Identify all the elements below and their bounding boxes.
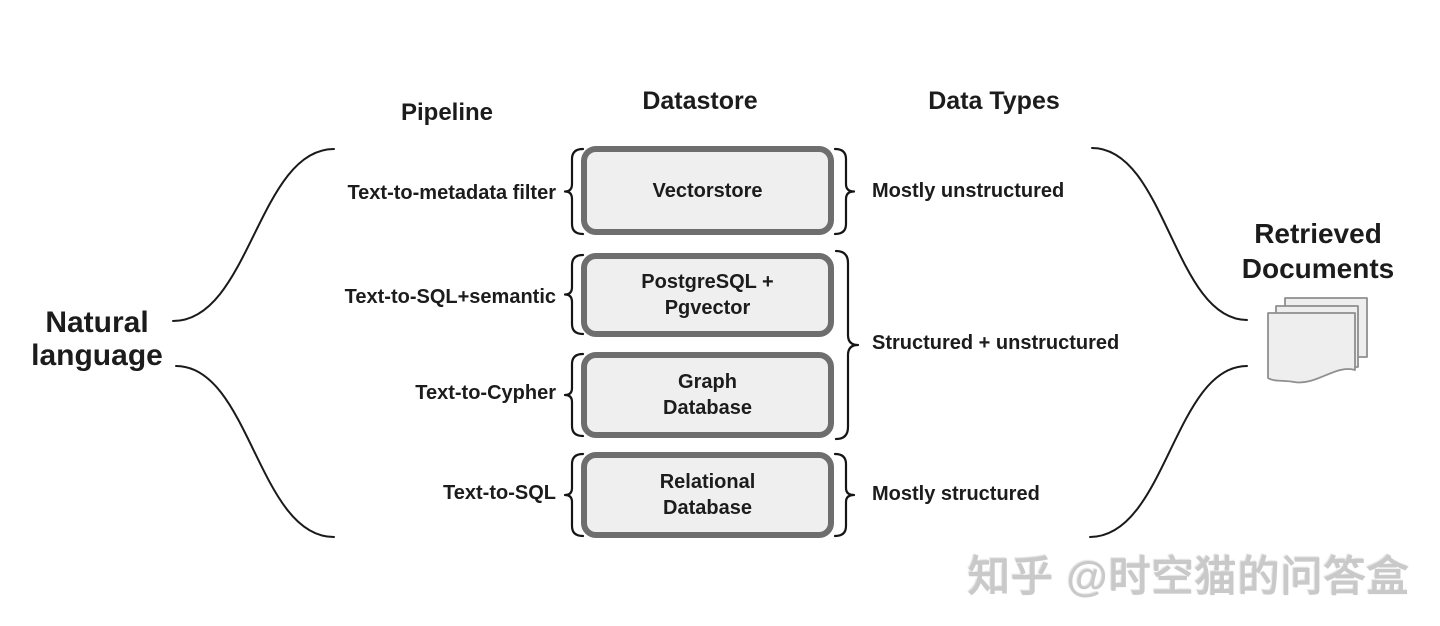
pipeline-label-text-to-cypher: Text-to-Cypher — [415, 382, 556, 404]
datastore-box-relational-database: Relational Database — [581, 452, 834, 538]
retrieved-documents-label: Retrieved Documents — [1218, 216, 1418, 286]
brace-right-postgresql-graph — [834, 249, 860, 441]
data-type-label-mostly-structured: Mostly structured — [872, 483, 1040, 505]
natural-language-line2: language — [31, 339, 163, 372]
curve-datatypes-bottom-to-documents — [1089, 365, 1248, 538]
pipeline-label-text-to-metadata-filter: Text-to-metadata filter — [347, 182, 556, 204]
column-header-datastore: Datastore — [642, 87, 758, 115]
data-type-label-structured-unstructured: Structured + unstructured — [872, 332, 1120, 354]
retrieved-documents-line1: Retrieved — [1254, 218, 1382, 249]
document-page-front — [1267, 312, 1356, 384]
datastore-box-postgresql-pgvector: PostgreSQL + Pgvector — [581, 253, 834, 337]
watermark-text: 知乎 @时空猫的问答盒 — [968, 553, 1410, 600]
datastore-box-label: Vectorstore — [652, 179, 763, 202]
natural-language-label: Natural language — [17, 306, 177, 372]
datastore-box-label: Graph Database — [663, 371, 752, 419]
column-header-data-types: Data Types — [928, 87, 1060, 115]
datastore-box-label: Relational Database — [659, 471, 756, 519]
brace-right-vectorstore — [833, 147, 856, 236]
natural-language-line1: Natural — [45, 306, 149, 339]
pipeline-label-text-to-sql: Text-to-SQL — [443, 482, 556, 504]
datastore-box-vectorstore: Vectorstore — [581, 146, 834, 235]
datastore-box-graph-database: Graph Database — [581, 352, 834, 438]
column-header-pipeline: Pipeline — [400, 99, 494, 126]
datastore-box-label: PostgreSQL + Pgvector — [641, 271, 774, 319]
documents-icon — [1267, 297, 1368, 384]
retrieved-documents-line2: Documents — [1241, 253, 1395, 284]
pipeline-label-text-to-sql-semantic: Text-to-SQL+semantic — [344, 286, 556, 308]
data-type-label-mostly-unstructured: Mostly unstructured — [872, 180, 1065, 202]
brace-right-relational — [833, 452, 856, 538]
